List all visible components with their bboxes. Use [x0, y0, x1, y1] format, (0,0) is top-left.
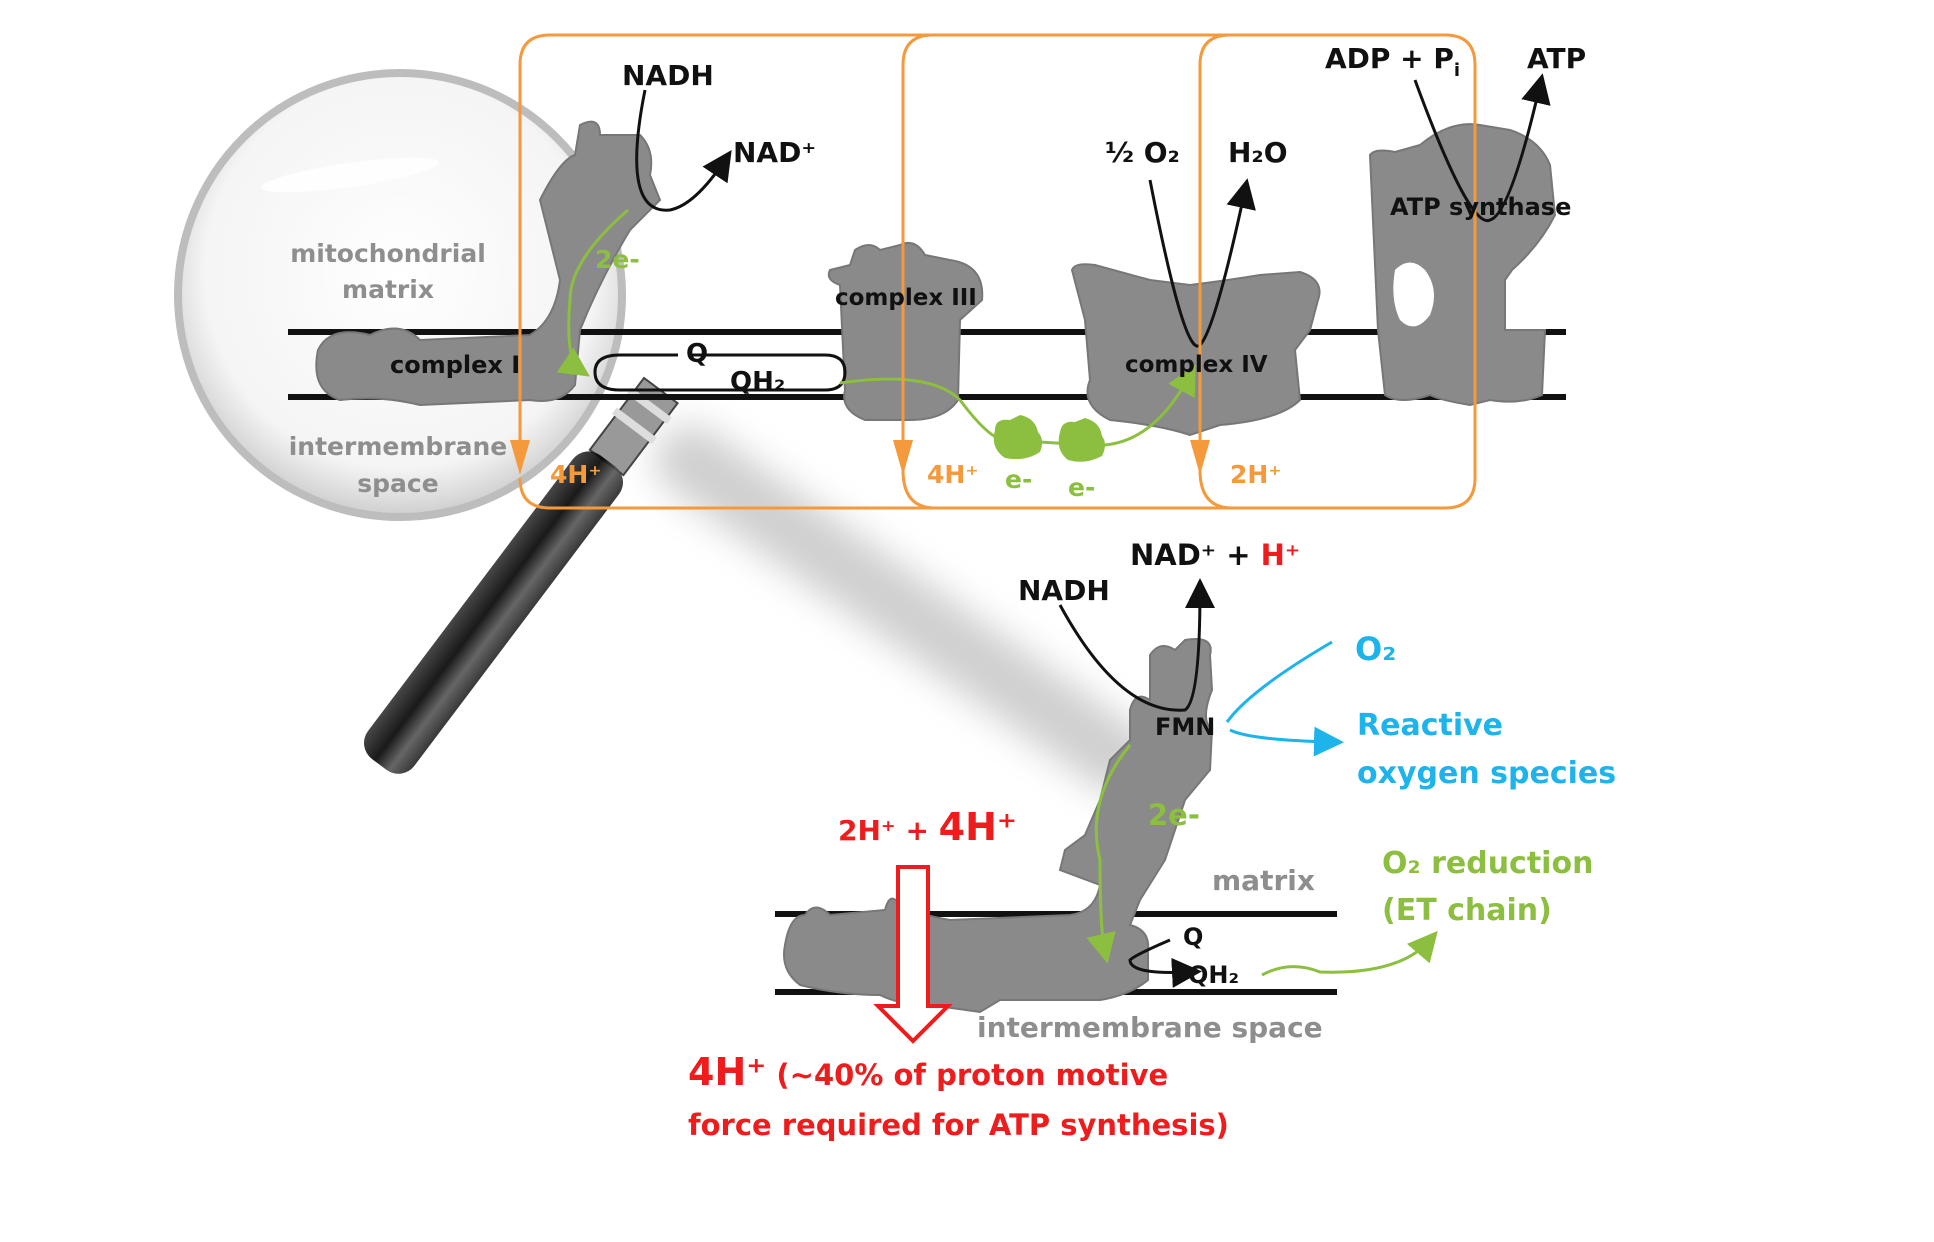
- electron-flow-lines: [556, 208, 1196, 447]
- half-o2-label: ½ O₂: [1105, 136, 1180, 169]
- ros-arrows: [1225, 640, 1344, 757]
- complex-iv-shape: [1070, 263, 1321, 437]
- nadh-label: NADH: [622, 59, 714, 92]
- h2o-label: H₂O: [1228, 136, 1288, 169]
- pi-subscript: i: [1454, 60, 1460, 81]
- adp-pi-text: ADP + P: [1325, 42, 1454, 75]
- atp-synthase-label: ATP synthase: [1390, 193, 1571, 221]
- e-label-2: e-: [1068, 473, 1095, 502]
- proton-arrowheads: [510, 440, 1210, 475]
- cytochrome-c-icon: [993, 415, 1105, 462]
- proton-label-complex-i: 4H⁺: [550, 460, 602, 489]
- atp-label: ATP: [1527, 42, 1586, 75]
- proton-input-big: 4H⁺: [939, 805, 1017, 849]
- proton-flux-arrow: [873, 865, 953, 1044]
- proton-input-label: 2H⁺ + 4H⁺: [838, 805, 1017, 849]
- matrix-label-line1: mitochondrial: [290, 239, 486, 268]
- detail-ims-label: intermembrane space: [977, 1011, 1323, 1044]
- nad-plus-label: NAD⁺: [733, 136, 816, 169]
- proton-pump-boxes: [518, 33, 1477, 510]
- complex-i-shape: [315, 120, 662, 407]
- complex-iii-label: complex III: [835, 285, 977, 311]
- detail-q-label: Q: [1183, 923, 1203, 951]
- h-plus-text: H⁺: [1261, 538, 1301, 572]
- detail-two-e-label: 2e-: [1148, 798, 1200, 832]
- two-e-label: 2e-: [595, 245, 640, 274]
- proton-input-small: 2H⁺ +: [838, 814, 939, 847]
- o2-label: O₂: [1355, 630, 1396, 668]
- detail-nadh-label: NADH: [1018, 574, 1110, 607]
- matrix-label-line2: matrix: [342, 275, 434, 304]
- detail-reaction-arrows: [1058, 578, 1215, 988]
- e-label-1: e-: [1005, 465, 1032, 494]
- atp-synthase-shape: [1368, 123, 1557, 407]
- fmn-label: FMN: [1155, 713, 1215, 741]
- ims-label-line1: intermembrane: [289, 432, 508, 461]
- ros-label-line2: oxygen species: [1357, 756, 1616, 791]
- o2-reduction-line2: (ET chain): [1382, 893, 1552, 928]
- proton-output-label-line1: 4H⁺ (~40% of proton motive: [688, 1050, 1168, 1094]
- detail-matrix-label: matrix: [1212, 864, 1315, 897]
- complex-iv-label: complex IV: [1125, 352, 1268, 378]
- adp-pi-label: ADP + Pi: [1325, 42, 1460, 81]
- qh2-label: QH₂: [730, 367, 785, 397]
- q-marker: [678, 348, 690, 360]
- detail-electron-lines: [1086, 744, 1438, 977]
- atp-synthase-hole: [1393, 262, 1434, 327]
- proton-label-complex-iii: 4H⁺: [927, 460, 979, 489]
- proton-label-complex-iv: 2H⁺: [1230, 460, 1282, 489]
- proton-output-label-line2: force required for ATP synthesis): [688, 1108, 1229, 1142]
- ros-label-line1: Reactive: [1357, 708, 1503, 743]
- o2-reduction-line1: O₂ reduction: [1382, 846, 1593, 881]
- magnifying-glass-icon: [174, 69, 1155, 795]
- proton-output-big: 4H⁺: [688, 1050, 766, 1094]
- detail-nad-plus-h-label: NAD⁺ + H⁺: [1130, 538, 1300, 572]
- proton-output-text1: (~40% of proton motive: [766, 1058, 1168, 1092]
- ims-label-line2: space: [357, 469, 438, 498]
- q-cycle-loop: [593, 353, 847, 392]
- complex-iii-shape: [827, 242, 984, 421]
- q-label: Q: [686, 339, 708, 369]
- detail-qh2-label: QH₂: [1188, 961, 1239, 989]
- nad-plus-text: NAD⁺ +: [1130, 538, 1261, 572]
- complex-i-label: complex I: [390, 351, 520, 379]
